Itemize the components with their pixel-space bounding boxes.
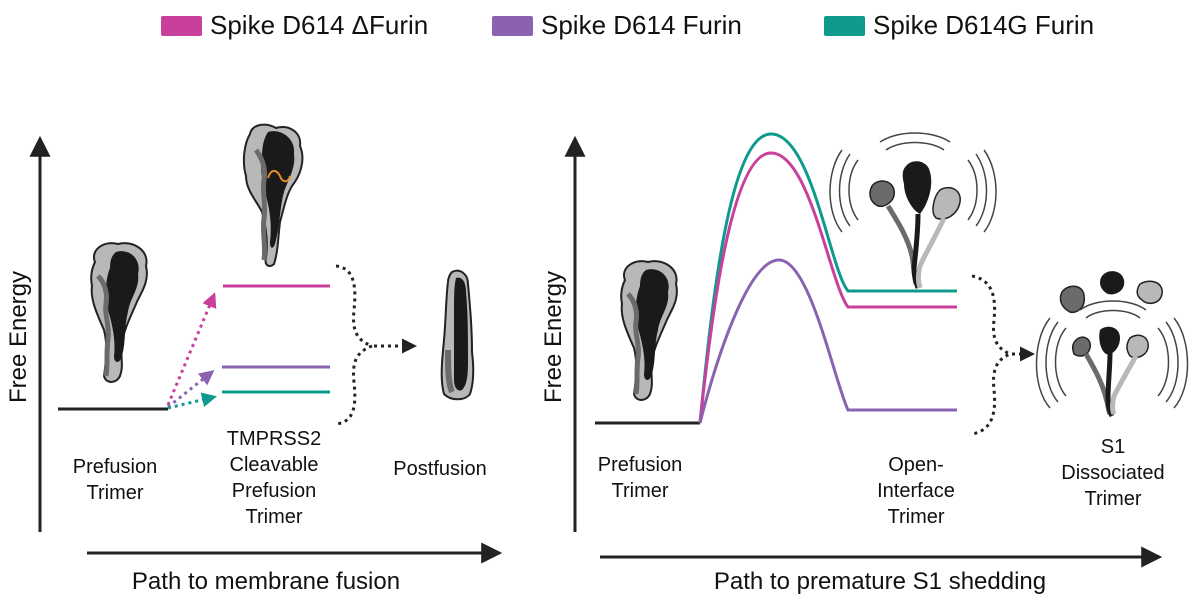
legend: Spike D614 ΔFurin Spike D614 Furin Spike… [161,10,1094,40]
left-label-postfusion: Postfusion [393,458,486,480]
legend-item-furin: Spike D614 Furin [492,10,742,40]
state-label-line: Prefusion [73,456,158,478]
state-label-line: Open- [888,454,944,476]
left-label-cleavable: TMPRSS2 Cleavable Prefusion Trimer [227,428,321,528]
left-brace [335,264,377,426]
legend-swatch-dfurin [161,16,202,36]
left-arrow-d614g [167,392,217,410]
left-postfusion-structure [440,269,475,401]
legend-item-dfurin: Spike D614 ΔFurin [161,10,428,40]
state-label-line: Interface [877,480,955,502]
left-panel: Free Energy Path to membrane fusion [5,123,503,595]
right-panel: Free Energy Path to premature S1 sheddin… [540,132,1189,595]
state-label-line: Dissociated [1061,462,1164,484]
state-label-line: S1 [1101,436,1125,458]
right-s1-dissociated-trimer-structure [1035,271,1189,418]
right-prefusion-trimer-structure [620,260,678,401]
left-x-axis-label: Path to membrane fusion [132,568,400,595]
state-label-line: Trimer [245,506,302,528]
left-y-axis-label: Free Energy [5,271,32,403]
left-arrow-furin [167,370,215,409]
loop-highlight [267,170,291,183]
left-label-prefusion: Prefusion Trimer [73,456,158,504]
legend-item-d614g: Spike D614G Furin [824,10,1094,40]
right-label-s1-dissociated: S1 Dissociated Trimer [1061,436,1164,510]
state-label-line: TMPRSS2 [227,428,321,450]
state-label-line: Trimer [1084,488,1141,510]
right-curve-dfurin [698,151,957,424]
state-label-line: Trimer [887,506,944,528]
right-label-open-interface: Open- Interface Trimer [877,454,955,528]
left-arrow-dfurin [166,292,217,406]
right-x-axis-label: Path to premature S1 shedding [714,568,1046,595]
state-label-line: Trimer [86,482,143,504]
state-label-line: Postfusion [393,458,486,480]
legend-label-furin: Spike D614 Furin [541,10,742,40]
state-label-line: Prefusion [598,454,683,476]
legend-label-d614g: Spike D614G Furin [873,10,1094,40]
right-open-interface-trimer-structure [829,132,997,289]
legend-swatch-d614g [824,16,865,36]
right-label-prefusion: Prefusion Trimer [598,454,683,502]
left-prefusion-trimer-structure [90,242,148,383]
state-label-line: Cleavable [230,454,319,476]
state-label-line: Prefusion [232,480,317,502]
right-brace [971,274,1014,436]
right-curve-furin [698,258,957,424]
right-curve-d614g [698,132,957,424]
legend-label-dfurin: Spike D614 ΔFurin [210,10,428,40]
right-y-axis-label: Free Energy [540,271,567,403]
left-cleavable-trimer-structure [242,123,304,267]
legend-swatch-furin [492,16,533,36]
state-label-line: Trimer [611,480,668,502]
